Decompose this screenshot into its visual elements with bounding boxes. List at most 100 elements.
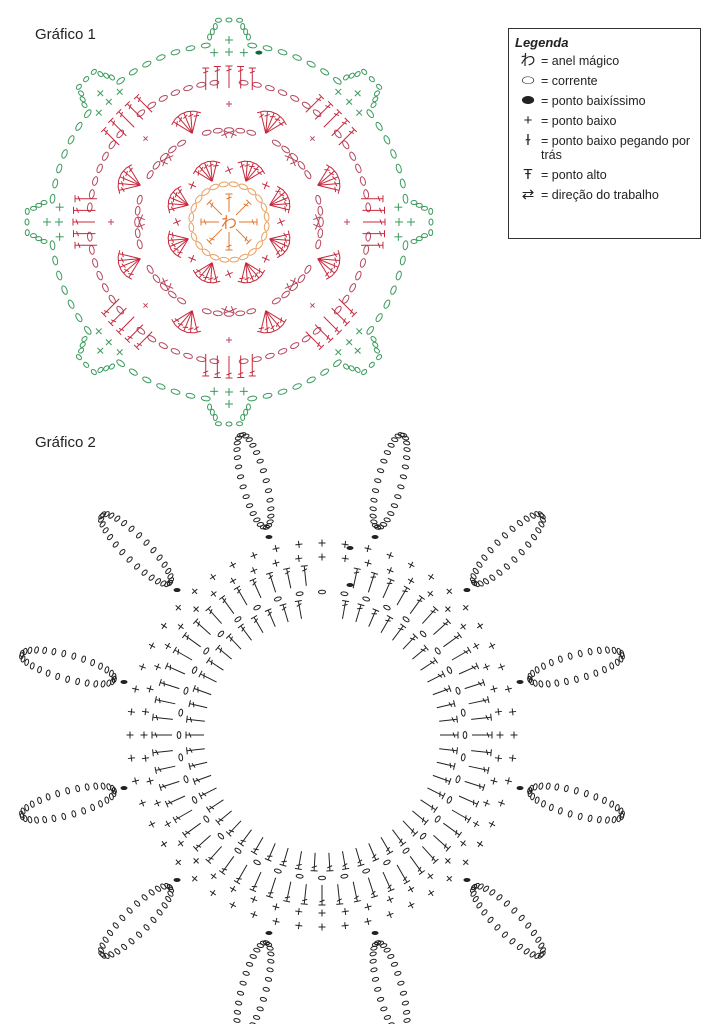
chain-stitch bbox=[415, 202, 423, 208]
double-crochet bbox=[170, 238, 189, 255]
chain-stitch bbox=[159, 282, 169, 292]
dc-slash bbox=[121, 181, 124, 187]
dc-post bbox=[341, 851, 347, 870]
single-crochet bbox=[140, 731, 148, 739]
dc-post bbox=[160, 780, 180, 789]
chain-stitch bbox=[554, 679, 560, 687]
dc-top bbox=[279, 863, 287, 867]
dc-slash bbox=[327, 865, 333, 869]
dc-top bbox=[205, 858, 212, 865]
chain-stitch bbox=[509, 938, 516, 945]
chain-stitch bbox=[201, 308, 212, 315]
dc-post bbox=[468, 765, 489, 771]
dc-top bbox=[100, 311, 107, 318]
chain-stitch bbox=[481, 554, 488, 561]
dc-slash bbox=[137, 96, 141, 103]
double-crochet bbox=[192, 262, 213, 277]
single-crochet bbox=[309, 136, 315, 142]
single-crochet bbox=[229, 885, 237, 893]
double-crochet bbox=[317, 258, 340, 271]
single-crochet bbox=[289, 158, 298, 167]
single-crochet bbox=[504, 685, 512, 693]
sc-bar bbox=[229, 902, 237, 908]
chain-stitch bbox=[101, 283, 109, 293]
single-crochet bbox=[188, 254, 197, 263]
chain-stitch bbox=[88, 189, 95, 200]
chain-stitch bbox=[183, 686, 189, 695]
single-crochet bbox=[318, 923, 326, 931]
chain-stitch bbox=[362, 868, 371, 874]
dc-post bbox=[382, 579, 392, 599]
double-crochet bbox=[186, 747, 205, 755]
dc-slash bbox=[249, 275, 255, 280]
chain-stitch bbox=[154, 885, 162, 892]
double-crochet bbox=[124, 100, 144, 120]
chain-stitch bbox=[253, 604, 261, 611]
single-crochet bbox=[490, 777, 498, 785]
chain-stitch bbox=[165, 567, 172, 575]
dc-slash bbox=[479, 783, 481, 790]
sc-bar bbox=[144, 754, 147, 762]
single-crochet bbox=[356, 328, 363, 335]
dc-top bbox=[192, 778, 196, 785]
dc-post bbox=[380, 836, 391, 854]
dc-post bbox=[420, 799, 436, 811]
chain-stitch bbox=[146, 170, 154, 180]
sc-bar bbox=[477, 622, 483, 630]
dc-slash bbox=[387, 884, 392, 889]
dc-post bbox=[217, 647, 232, 660]
single-crochet bbox=[225, 48, 233, 56]
chain-stitch bbox=[156, 909, 163, 916]
dc-post bbox=[267, 843, 276, 861]
chain-stitch bbox=[380, 458, 388, 464]
sc-bar bbox=[139, 221, 144, 230]
dc-post bbox=[211, 262, 218, 283]
chain-loop bbox=[463, 511, 546, 593]
dc-top bbox=[174, 324, 181, 331]
dc-slash bbox=[334, 186, 337, 193]
double-crochet bbox=[443, 631, 462, 648]
dc-slash bbox=[464, 815, 467, 821]
chain-stitch bbox=[235, 310, 246, 317]
chain-stitch bbox=[354, 71, 361, 78]
single-crochet bbox=[510, 731, 518, 739]
chain-stitch bbox=[317, 228, 324, 239]
sc-bar bbox=[97, 347, 104, 354]
sc-bar bbox=[272, 905, 280, 909]
double-crochet bbox=[367, 877, 379, 899]
dc-post bbox=[160, 681, 180, 690]
double-crochet bbox=[283, 567, 292, 589]
double-crochet bbox=[433, 834, 452, 852]
chain-stitch bbox=[100, 782, 106, 790]
dc-top bbox=[225, 831, 232, 837]
dc-post bbox=[282, 847, 289, 866]
single-crochet bbox=[341, 922, 349, 930]
chain-stitch bbox=[212, 414, 218, 422]
sc-bar bbox=[134, 777, 137, 785]
single-crochet bbox=[95, 328, 102, 335]
double-crochet bbox=[133, 93, 153, 113]
chain-stitch bbox=[511, 556, 518, 563]
single-crochet bbox=[407, 577, 415, 585]
chain-stitch bbox=[530, 929, 538, 936]
slip-stitch bbox=[346, 583, 354, 587]
double-crochet bbox=[265, 571, 277, 593]
double-crochet bbox=[115, 108, 135, 128]
dc-post bbox=[152, 716, 173, 720]
dc-top bbox=[372, 608, 380, 612]
chain-stitch bbox=[262, 392, 273, 399]
single-crochet bbox=[210, 387, 219, 396]
dc-slash bbox=[319, 899, 325, 903]
dc-slash bbox=[301, 898, 308, 902]
chart2 bbox=[19, 432, 625, 1024]
legend-item-chain: ⬭= corrente bbox=[515, 73, 694, 88]
double-crochet bbox=[402, 633, 419, 650]
chain-stitch bbox=[209, 28, 215, 36]
dc-slash bbox=[203, 70, 209, 74]
chain-stitch bbox=[369, 958, 377, 964]
single-crochet bbox=[239, 387, 248, 396]
dc-top bbox=[118, 173, 122, 181]
double-crochet bbox=[317, 250, 341, 260]
chain-stitch bbox=[121, 519, 128, 527]
chain-stitch bbox=[234, 616, 242, 623]
